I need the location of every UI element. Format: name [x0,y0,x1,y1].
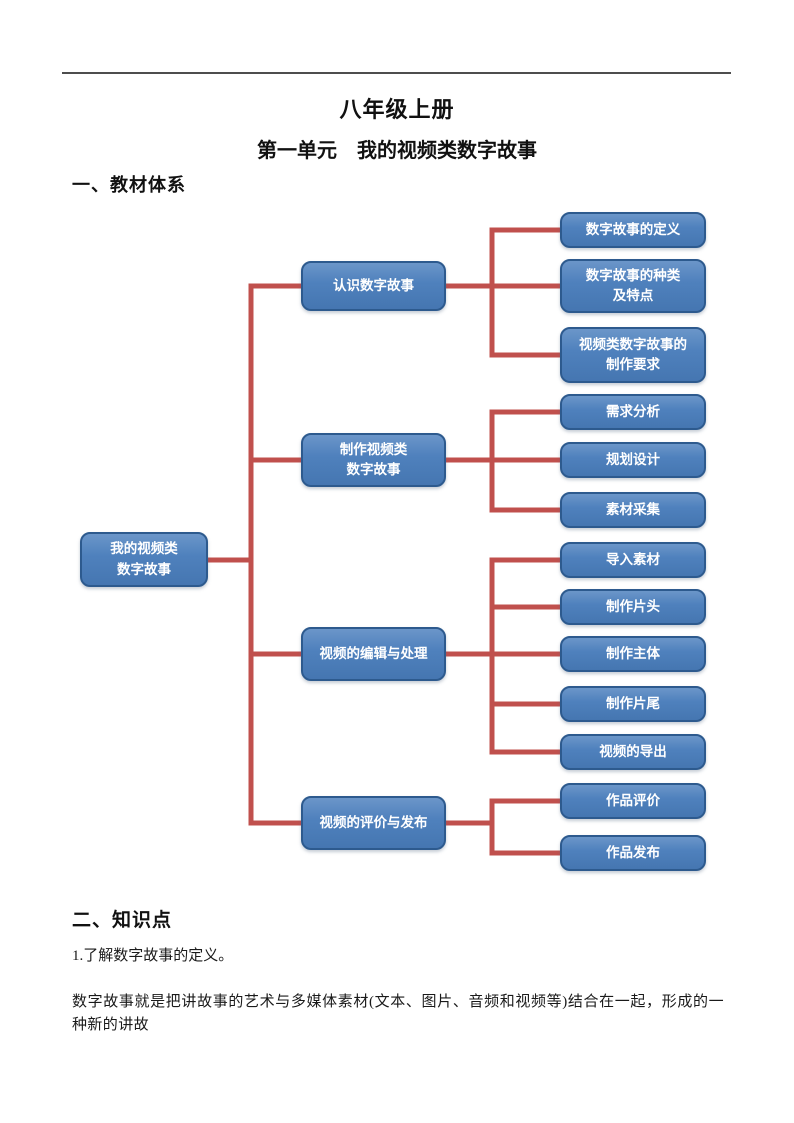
node-video-editing-processing: 视频的编辑与处理 [301,627,446,681]
header-rule [62,72,731,74]
node-work-release: 作品发布 [560,835,706,871]
body-paragraph: 数字故事就是把讲故事的艺术与多媒体素材(文本、图片、音频和视频等)结合在一起，形… [72,994,724,1033]
node-video-export: 视频的导出 [560,734,706,770]
node-import-material: 导入素材 [560,542,706,578]
node-demand-analysis: 需求分析 [560,394,706,430]
node-work-evaluation: 作品评价 [560,783,706,819]
node-definition-of-digital-story: 数字故事的定义 [560,212,706,248]
unit-subtitle: 第一单元 我的视频类数字故事 [257,140,537,162]
node-material-collection: 素材采集 [560,492,706,528]
node-know-digital-story: 认识数字故事 [301,261,446,311]
page-title: 八年级上册 [339,97,455,122]
node-root-my-video-digital-story: 我的视频类 数字故事 [80,532,208,587]
section-heading-knowledge-points: 二、知识点 [72,910,173,931]
node-video-evaluation-publishing: 视频的评价与发布 [301,796,446,850]
section-heading-textbook-system: 一、教材体系 [72,175,186,195]
node-make-opening: 制作片头 [560,589,706,625]
node-production-requirements: 视频类数字故事的 制作要求 [560,327,706,383]
node-make-main-body: 制作主体 [560,636,706,672]
node-make-ending: 制作片尾 [560,686,706,722]
knowledge-point-1: 1.了解数字故事的定义。 [72,948,234,964]
node-types-and-features: 数字故事的种类 及特点 [560,259,706,313]
node-planning-design: 规划设计 [560,442,706,478]
node-make-video-story: 制作视频类 数字故事 [301,433,446,487]
